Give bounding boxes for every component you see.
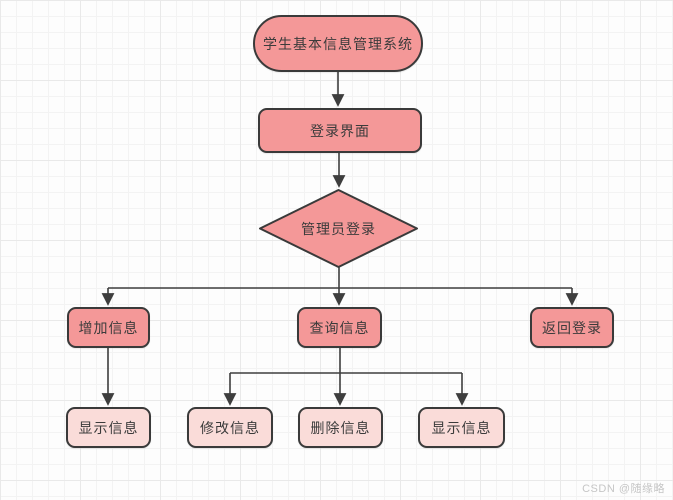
node-show-info-1: 显示信息 bbox=[66, 407, 151, 448]
node-query-info: 查询信息 bbox=[297, 307, 382, 348]
csdn-watermark: CSDN @随缘略 bbox=[582, 483, 665, 495]
node-delete-info: 删除信息 bbox=[298, 407, 383, 448]
node-system-root: 学生基本信息管理系统 bbox=[253, 15, 423, 72]
edge-query-trunk bbox=[230, 348, 462, 374]
node-show-info-2: 显示信息 bbox=[418, 407, 505, 448]
node-return-login: 返回登录 bbox=[530, 307, 614, 348]
edge-admin-trunk bbox=[108, 267, 572, 289]
node-modify-info: 修改信息 bbox=[187, 407, 273, 448]
node-login-screen: 登录界面 bbox=[258, 108, 422, 153]
node-admin-login-decision: 管理员登录 bbox=[301, 220, 376, 237]
node-add-info: 增加信息 bbox=[67, 307, 150, 348]
